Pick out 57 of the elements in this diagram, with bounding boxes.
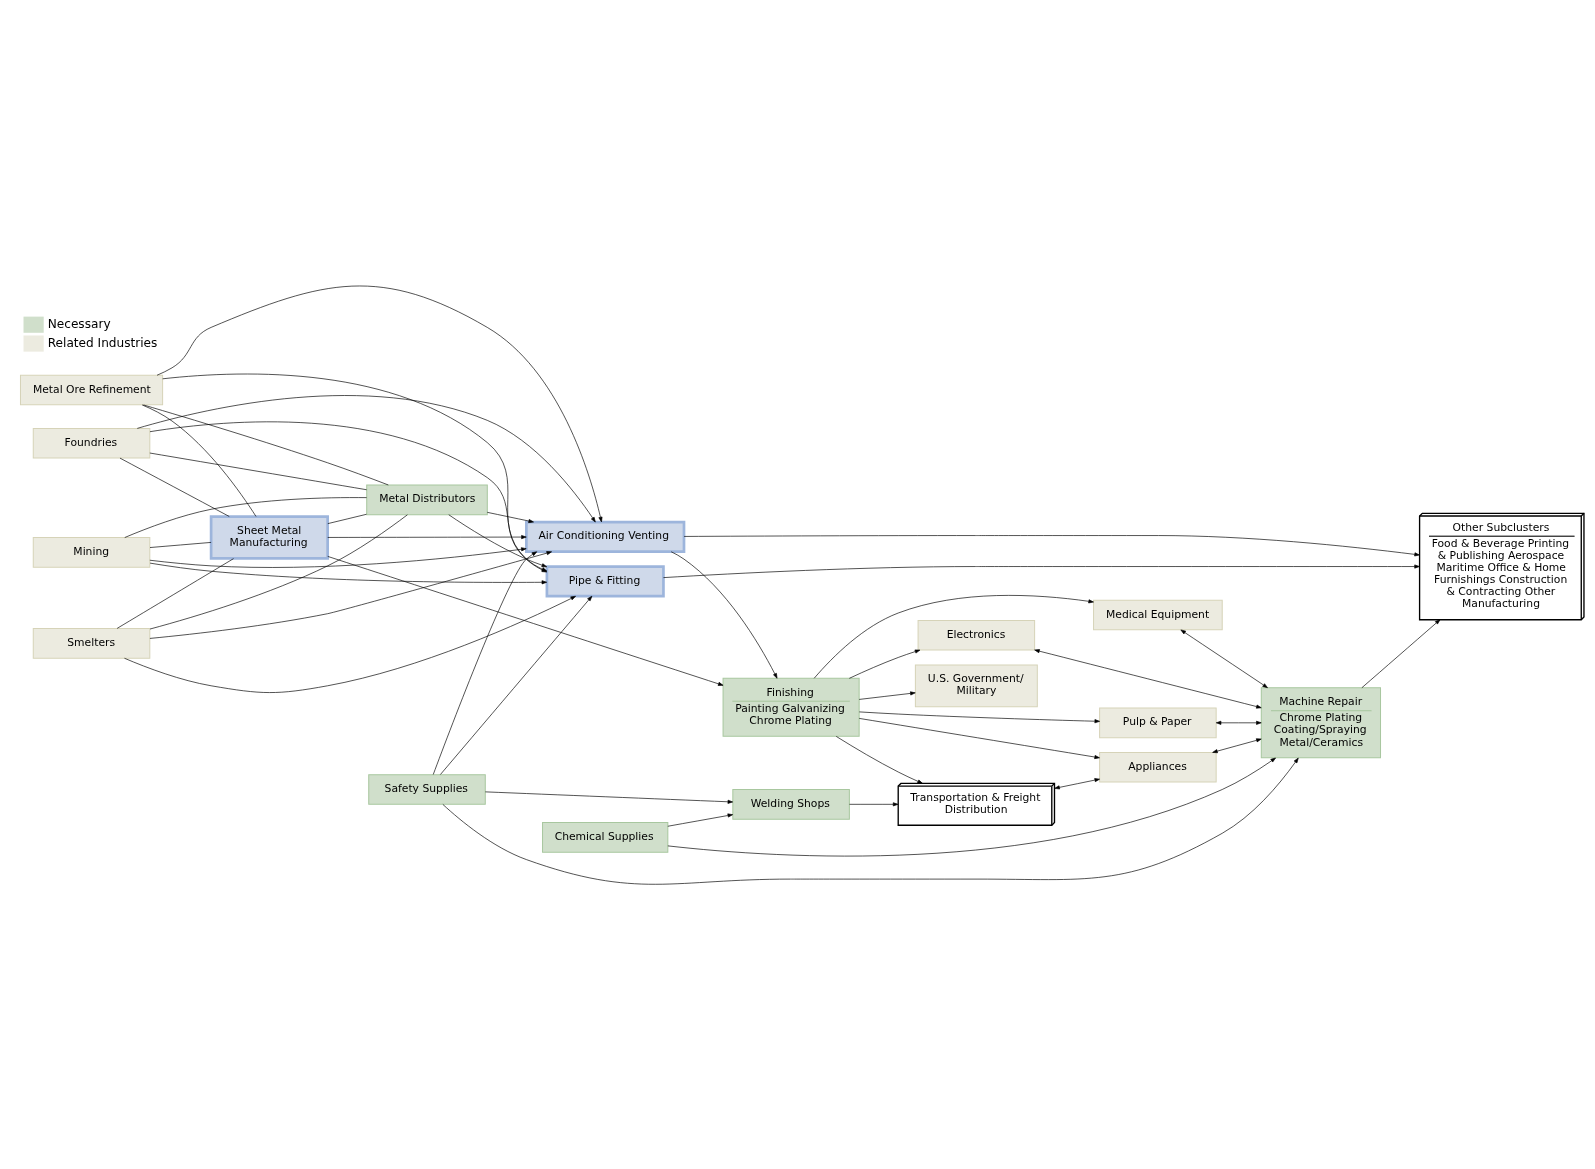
- arrow: [1034, 648, 1262, 709]
- arrow: [448, 513, 548, 567]
- arrow: [1212, 737, 1262, 753]
- node-box: U.S. Government/ Military: [914, 663, 1038, 707]
- node-box: Chemical Supplies: [542, 821, 669, 853]
- node-box: Machine Repair Chrome Plating Coating/Spraying Metal/Ceramics: [1260, 686, 1382, 758]
- arrow: [440, 595, 593, 775]
- connector: [116, 557, 234, 629]
- arrow: [663, 564, 1420, 578]
- arrow: [327, 534, 527, 539]
- arrow: [1361, 618, 1441, 688]
- arrow: [670, 550, 778, 679]
- arrow: [858, 717, 1100, 759]
- arrow: [1180, 629, 1268, 688]
- node-box: Pulp & Paper: [1099, 707, 1217, 738]
- arrow: [813, 594, 1094, 679]
- connector: [119, 457, 230, 517]
- connector: [149, 452, 367, 490]
- connector: [141, 404, 257, 517]
- legend-label: Related Industries: [47, 335, 158, 350]
- arrow: [667, 757, 1276, 856]
- arrow: [849, 801, 899, 806]
- arrow: [149, 546, 527, 568]
- arrow: [485, 791, 733, 804]
- node-box: Welding Shops: [732, 788, 850, 820]
- arrow: [835, 735, 923, 784]
- node-box: Safety Supplies: [368, 773, 486, 805]
- arrow: [124, 595, 576, 693]
- connector: [327, 513, 367, 524]
- node-box: Sheet Metal Manufacturing: [209, 514, 329, 560]
- node-box: Medical Equipment: [1093, 599, 1223, 630]
- arrow: [486, 511, 534, 523]
- node-box: Finishing Painting Galvanizing Chrome Plating: [722, 677, 860, 737]
- arrow: [1215, 720, 1262, 725]
- arrow: [156, 285, 603, 522]
- legend-label: Necessary: [47, 316, 111, 331]
- arrow: [849, 649, 921, 679]
- arrow: [149, 550, 552, 639]
- node-box: Electronics: [917, 619, 1036, 651]
- node-box: Metal Ore Refinement: [19, 374, 164, 405]
- arrow: [327, 555, 724, 686]
- arrow: [859, 711, 1100, 723]
- arrow: [136, 394, 596, 522]
- arrow: [667, 813, 733, 827]
- connector: [124, 496, 367, 538]
- node-box: Mining: [32, 536, 151, 568]
- arrow: [1054, 777, 1100, 789]
- arrow: [442, 757, 1299, 885]
- arrow: [432, 550, 538, 775]
- arrow: [858, 690, 916, 700]
- node-box: Appliances: [1099, 751, 1217, 783]
- connector: [143, 404, 389, 485]
- node-box: Smelters: [32, 627, 151, 659]
- connector: [149, 541, 212, 548]
- arrow: [683, 534, 1420, 556]
- node-box: Metal Distributors: [366, 484, 488, 515]
- node-box: Foundries: [32, 427, 151, 459]
